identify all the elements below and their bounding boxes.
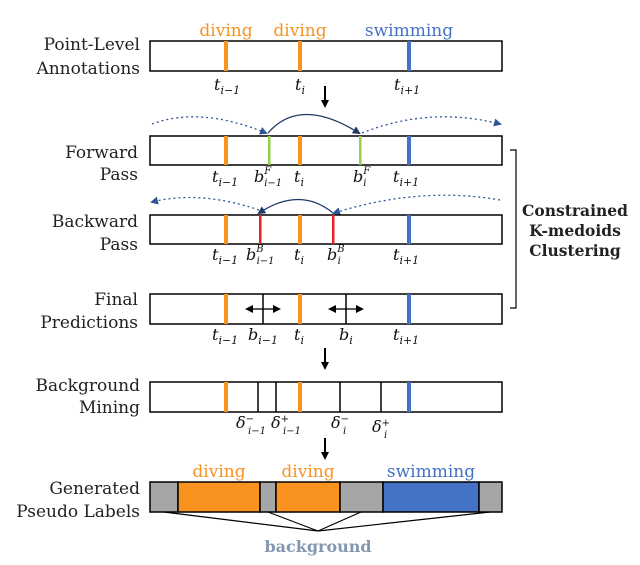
final-t-next: ti+1	[393, 325, 419, 347]
row-pseudo: Generated Pseudo Labels diving diving sw…	[16, 462, 503, 556]
final-label-line2: Predictions	[40, 313, 138, 333]
row-final: Final Predictions ti−1 ti ti+1 bi−1 bi	[40, 290, 503, 347]
forward-t-prev: ti−1	[212, 167, 238, 189]
bracket-label-line2: K-medoids	[529, 221, 621, 240]
annotations-timeline	[149, 40, 503, 72]
pseudo-segment-bg-1	[149, 481, 179, 513]
final-t-cur: ti	[294, 325, 304, 347]
background-label: background	[264, 537, 371, 556]
forward-marker-diving-2	[298, 136, 302, 165]
row-annotations: Point-Level Annotations diving diving sw…	[35, 21, 503, 97]
clustering-bracket: Constrained K-medoids Clustering	[510, 149, 628, 309]
final-b-prev: bi−1	[248, 325, 278, 347]
backward-label-line2: Pass	[100, 235, 138, 255]
final-marker-diving-2	[298, 294, 302, 324]
timestamp-t-prev: ti−1	[214, 75, 240, 97]
forward-boundary-prev	[268, 136, 271, 165]
backward-boundary-cur	[332, 215, 335, 244]
forward-dotted-arrow-right	[361, 116, 502, 134]
backward-solid-arrow	[257, 198, 334, 215]
timestamp-t-next: ti+1	[394, 75, 420, 97]
final-label-line1: Final	[94, 290, 138, 310]
backward-t-next: ti+1	[393, 245, 419, 267]
pseudo-segment-bg-4	[478, 481, 503, 513]
annotation-label-swimming: swimming	[365, 21, 453, 41]
forward-boundary-cur	[359, 136, 362, 165]
annotation-label-diving-2: diving	[273, 21, 326, 41]
backward-marker-diving-1	[224, 215, 228, 244]
bg-connector-1	[163, 511, 319, 532]
annotation-marker-swimming	[407, 41, 411, 71]
forward-label-line2: Pass	[100, 165, 138, 185]
backward-t-prev: ti−1	[212, 245, 238, 267]
forward-t-cur: ti	[294, 167, 304, 189]
delta-minus-prev: δ−i−1	[236, 413, 266, 437]
backward-boundary-prev	[259, 215, 262, 244]
final-marker-swimming	[407, 294, 411, 324]
pseudo-segment-diving-2	[275, 481, 341, 513]
backward-marker-diving-2	[298, 215, 302, 244]
pseudo-label-diving-2: diving	[281, 462, 334, 482]
row-mining: Background Mining δ−i−1 δ+i−1 δ−i δ+i	[36, 376, 503, 441]
annotations-label-line2: Annotations	[35, 59, 140, 79]
forward-marker-swimming	[407, 136, 411, 165]
backward-marker-swimming	[407, 215, 411, 244]
forward-marker-diving-1	[224, 136, 228, 165]
mining-marker-diving-2	[298, 382, 302, 412]
final-marker-diving-1	[224, 294, 228, 324]
annotations-label-line1: Point-Level	[44, 35, 140, 55]
delta-plus-cur: δ+i	[372, 417, 390, 441]
forward-timeline	[149, 135, 503, 166]
delta-minus-cur: δ−i	[331, 413, 349, 437]
pseudo-segment-swimming	[382, 481, 480, 513]
bracket-label-line1: Constrained	[522, 201, 628, 220]
forward-solid-arrow	[267, 114, 361, 135]
backward-timeline	[149, 214, 503, 245]
backward-label-line1: Backward	[52, 212, 138, 232]
pseudo-label-swimming: swimming	[387, 462, 475, 482]
pseudo-segment-diving-1	[177, 481, 261, 513]
bracket-line	[510, 149, 517, 309]
forward-label-line1: Forward	[65, 143, 138, 163]
mining-label-line2: Mining	[79, 398, 140, 418]
annotation-label-diving-1: diving	[199, 21, 252, 41]
backward-dotted-arrow-right	[332, 194, 501, 216]
bg-connector-2	[267, 511, 319, 532]
timestamp-t-cur: ti	[295, 75, 305, 97]
backward-dotted-arrow-left	[150, 196, 260, 211]
mining-timeline	[149, 381, 503, 413]
pseudo-segment-bg-2	[259, 481, 277, 513]
bg-connector-4	[317, 511, 491, 532]
final-b-cur: bi	[339, 325, 353, 347]
annotation-marker-diving-2	[298, 41, 302, 71]
mining-marker-diving-1	[224, 382, 228, 412]
forward-t-next: ti+1	[393, 167, 419, 189]
bracket-label-line3: Clustering	[529, 241, 621, 260]
pseudo-label-diving-1: diving	[192, 462, 245, 482]
pseudo-label-line1: Generated	[49, 479, 140, 499]
pseudo-segment-bg-3	[339, 481, 384, 513]
delta-plus-prev: δ+i−1	[271, 413, 301, 437]
final-t-prev: ti−1	[212, 325, 238, 347]
backward-t-cur: ti	[294, 245, 304, 267]
forward-dotted-arrow-left	[151, 116, 268, 135]
mining-marker-swimming	[407, 382, 411, 412]
annotation-marker-diving-1	[224, 41, 228, 71]
final-timeline	[149, 293, 503, 325]
mining-label-line1: Background	[36, 376, 141, 396]
pseudo-label-line2: Pseudo Labels	[16, 502, 140, 522]
bg-connector-3	[317, 511, 362, 532]
